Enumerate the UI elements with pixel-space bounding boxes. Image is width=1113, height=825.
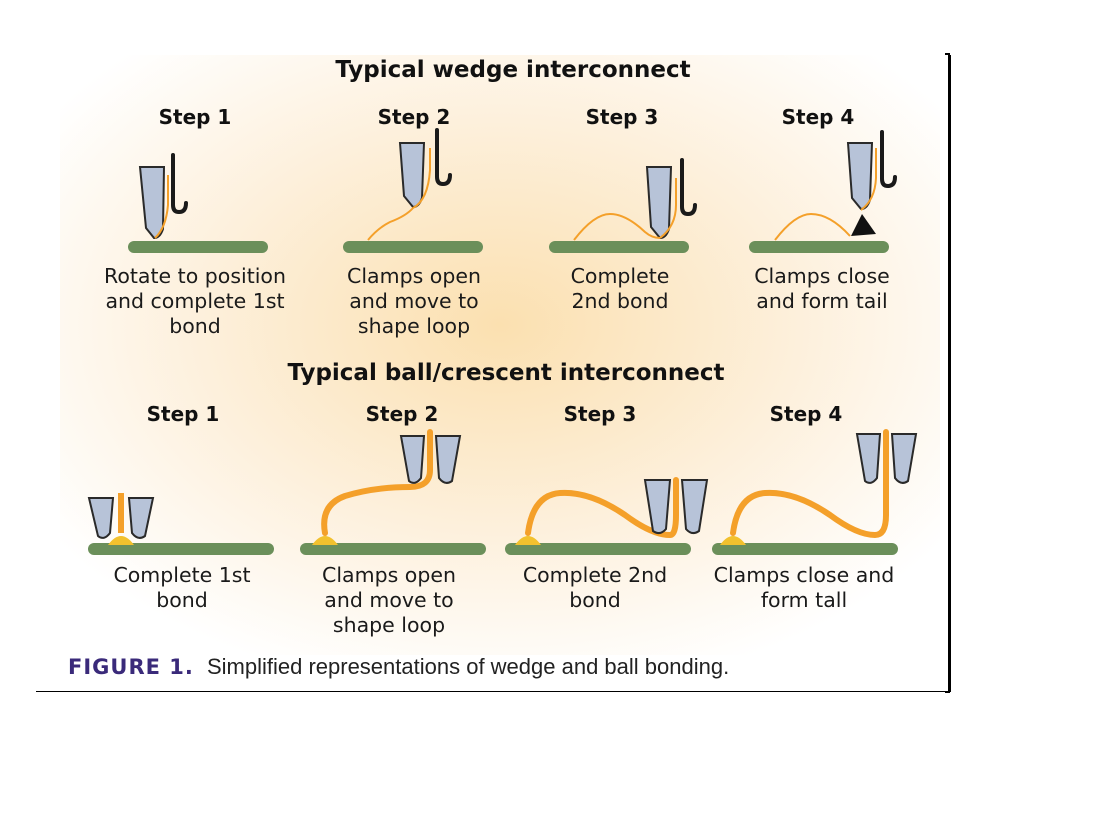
svg-text:bond: bond (156, 588, 208, 612)
svg-text:Complete 1st: Complete 1st (113, 563, 250, 587)
substrate (549, 241, 689, 253)
substrate (300, 543, 486, 555)
wedge-step-2-label: Step 2 (378, 105, 451, 129)
ball-step-3-label: Step 3 (564, 402, 637, 426)
svg-text:Complete 2nd: Complete 2nd (523, 563, 667, 587)
svg-text:form tall: form tall (761, 588, 847, 612)
capillary-tool-right (680, 479, 709, 535)
capillary-tool-left (855, 433, 882, 484)
clamp (680, 158, 697, 217)
svg-text:bond: bond (569, 588, 621, 612)
figure-caption-text: Simplified representations of wedge and … (207, 654, 729, 679)
ball-section-title: Typical ball/crescent interconnect (288, 360, 725, 386)
substrate (343, 241, 483, 253)
wire (659, 178, 677, 239)
wedge-step-1-caption: Rotate to position and complete 1st bond (104, 264, 286, 338)
svg-text:and move to: and move to (349, 289, 478, 313)
bond-pad (720, 536, 746, 545)
svg-text:and form tail: and form tail (756, 289, 887, 313)
clamp (171, 153, 188, 215)
wire (154, 175, 169, 239)
wire (367, 148, 431, 241)
frame-bottom-border (36, 690, 950, 692)
bond-pad (515, 536, 541, 545)
figure-image[interactable]: Typical wedge interconnect Step 1 Step 2… (36, 55, 948, 691)
svg-text:shape loop: shape loop (333, 613, 445, 637)
figure-caption: FIGURE 1. Simplified representations of … (68, 654, 729, 679)
svg-text:Clamps open: Clamps open (322, 563, 456, 587)
wire (525, 477, 679, 539)
capillary-tool-left (87, 497, 115, 539)
svg-text:Clamps close and: Clamps close and (714, 563, 895, 587)
svg-text:Clamps open: Clamps open (347, 264, 481, 288)
svg-text:and move to: and move to (324, 588, 453, 612)
svg-text:2nd bond: 2nd bond (571, 289, 668, 313)
ball-step-2-label: Step 2 (366, 402, 439, 426)
capillary-tool-right (127, 497, 155, 539)
wire (860, 148, 877, 211)
ball-step-3-caption: Complete 2nd bond (523, 563, 667, 612)
substrate (712, 543, 898, 555)
wedge-step-2-caption: Clamps open and move to shape loop (347, 264, 481, 338)
wedge-step-3-caption: Complete 2nd bond (571, 264, 670, 313)
svg-text:bond: bond (169, 314, 221, 338)
svg-text:Clamps close: Clamps close (754, 264, 890, 288)
svg-text:shape loop: shape loop (358, 314, 470, 338)
ball-step-2-caption: Clamps open and move to shape loop (322, 563, 456, 637)
capillary-tool-left (643, 479, 672, 535)
svg-text:Rotate to position: Rotate to position (104, 264, 286, 288)
capillary-tool-right (434, 435, 462, 484)
svg-text:and complete 1st: and complete 1st (105, 289, 284, 313)
substrate (128, 241, 268, 253)
ball-step-1-caption: Complete 1st bond (113, 563, 250, 612)
bond-pad (108, 536, 134, 545)
ball-step-1-label: Step 1 (147, 402, 220, 426)
substrate (505, 543, 691, 555)
ball-step-4-label: Step 4 (770, 402, 843, 426)
wedge-step-1-label: Step 1 (159, 105, 232, 129)
clamp (435, 128, 452, 187)
wire (118, 493, 124, 533)
capillary-tool-left (399, 435, 426, 484)
wedge-tool (645, 166, 673, 240)
ball-step-4-caption: Clamps close and form tall (714, 563, 895, 612)
svg-text:Complete: Complete (571, 264, 670, 288)
wire (321, 429, 433, 536)
clamp (880, 130, 897, 189)
wire-break-mark (851, 214, 876, 236)
wire (774, 212, 851, 241)
wedge-step-4-label: Step 4 (782, 105, 855, 129)
wedge-step-3-label: Step 3 (586, 105, 659, 129)
capillary-tool-right (890, 433, 918, 484)
bonding-diagram: Typical wedge interconnect Step 1 Step 2… (60, 55, 940, 679)
bond-pad (312, 536, 338, 545)
substrate (749, 241, 889, 253)
figure-caption-label: FIGURE 1. (68, 655, 194, 679)
wire (730, 429, 889, 539)
wedge-tool (138, 166, 166, 240)
background-glow (60, 55, 940, 655)
wedge-section-title: Typical wedge interconnect (335, 57, 690, 83)
wire (573, 212, 661, 241)
wedge-step-4-caption: Clamps close and form tail (754, 264, 890, 313)
substrate (88, 543, 274, 555)
